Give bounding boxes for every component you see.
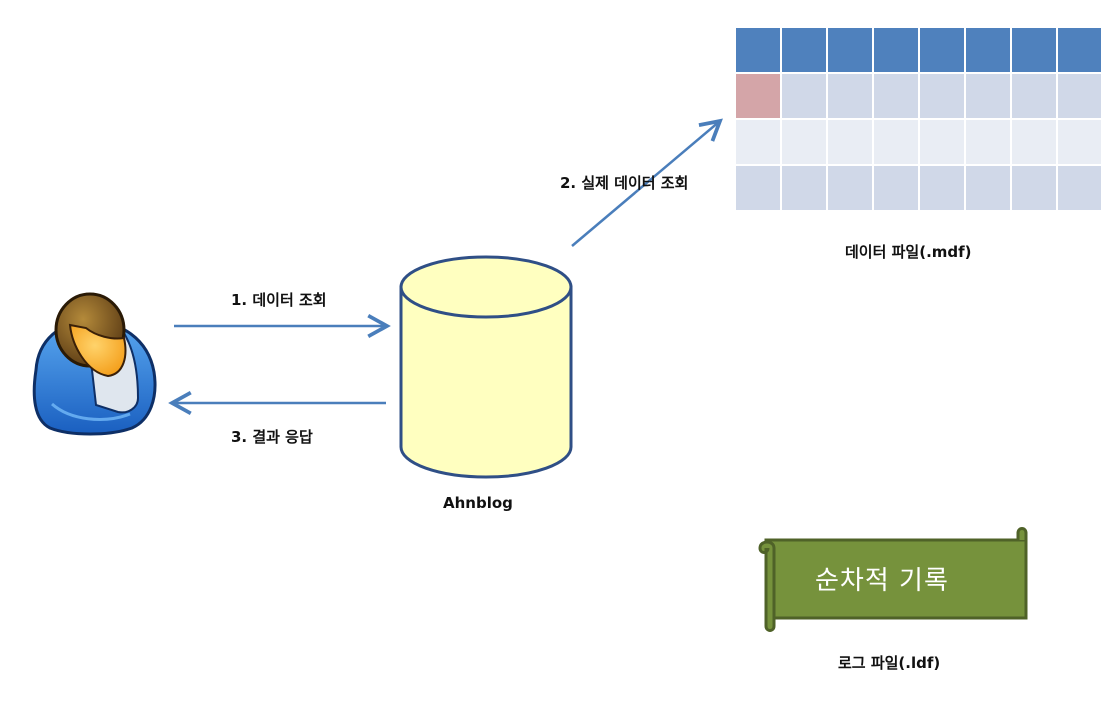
table-cell	[1058, 120, 1101, 164]
table-header-cell	[736, 28, 780, 72]
table-cell	[828, 166, 872, 210]
real-query-arrow	[571, 118, 723, 247]
table-cell	[736, 120, 780, 164]
table-header-cell	[966, 28, 1010, 72]
table-cell	[874, 120, 918, 164]
step-query-label: 1. 데이터 조회	[231, 291, 327, 309]
table-cell	[920, 120, 964, 164]
log-banner-text: 순차적 기록	[815, 566, 949, 596]
table-cell	[874, 74, 918, 118]
step-real-query-label: 2. 실제 데이터 조회	[560, 174, 689, 192]
table-cell	[1012, 166, 1056, 210]
table-cell	[1058, 74, 1101, 118]
data-file-label: 데이터 파일(.mdf)	[845, 243, 972, 261]
table-cell	[828, 74, 872, 118]
database-cylinder	[399, 255, 573, 479]
table-cell	[966, 120, 1010, 164]
table-header-cell	[828, 28, 872, 72]
step-response-label: 3. 결과 응답	[231, 428, 313, 446]
log-scroll-banner	[758, 527, 1028, 632]
table-header-cell	[874, 28, 918, 72]
table-cell	[966, 166, 1010, 210]
database-label: Ahnblog	[443, 494, 513, 512]
table-header-cell	[920, 28, 964, 72]
table-cell	[736, 74, 780, 118]
table-cell	[828, 120, 872, 164]
table-cell	[1058, 166, 1101, 210]
table-cell	[1012, 74, 1056, 118]
table-cell	[736, 166, 780, 210]
table-cell	[920, 166, 964, 210]
user-icon	[32, 292, 157, 436]
table-header-cell	[1012, 28, 1056, 72]
table-header-cell	[782, 28, 826, 72]
table-cell	[782, 166, 826, 210]
data-file-table	[736, 28, 1101, 210]
table-cell	[920, 74, 964, 118]
table-cell	[966, 74, 1010, 118]
table-header-cell	[1058, 28, 1101, 72]
log-file-label: 로그 파일(.ldf)	[838, 654, 941, 672]
table-cell	[1012, 120, 1056, 164]
table-cell	[874, 166, 918, 210]
table-cell	[782, 120, 826, 164]
table-cell	[782, 74, 826, 118]
